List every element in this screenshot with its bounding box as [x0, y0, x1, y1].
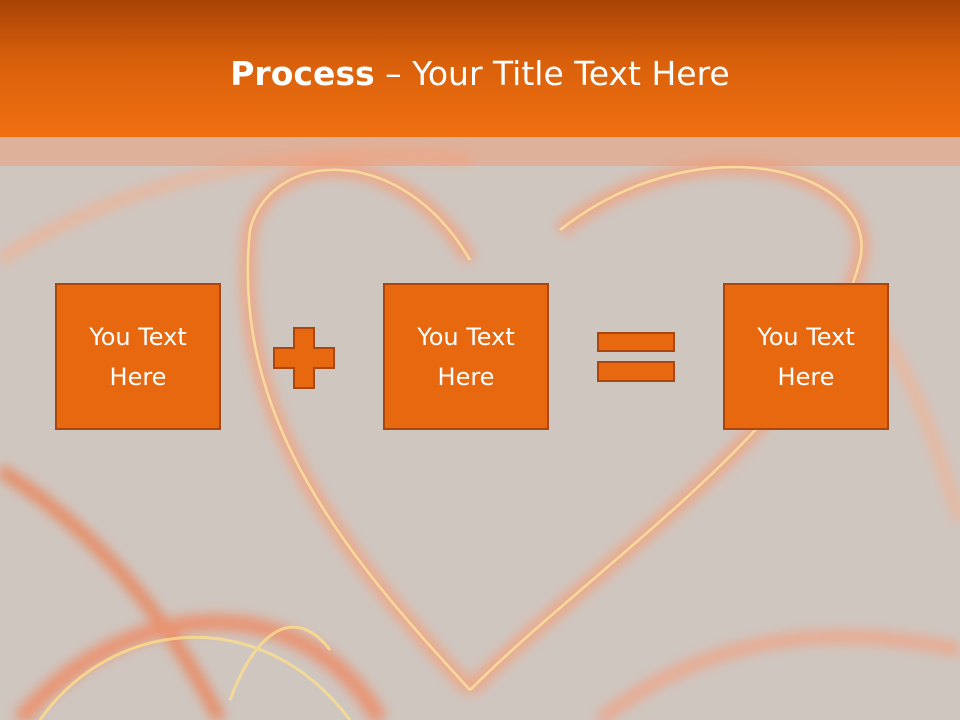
title-bold-part: Process: [230, 54, 375, 93]
slide-title: Process – Your Title Text Here: [0, 52, 960, 96]
process-box-label: You Text Here: [417, 322, 515, 391]
process-box-label: You Text Here: [757, 322, 855, 391]
process-box-3: You Text Here: [723, 283, 889, 430]
process-box-2: You Text Here: [383, 283, 549, 430]
title-underline-band: [0, 137, 960, 166]
equals-icon: [597, 332, 675, 382]
title-bar: [0, 0, 960, 137]
plus-icon: [273, 327, 335, 389]
process-box-1: You Text Here: [55, 283, 221, 430]
title-rest-part: – Your Title Text Here: [374, 54, 730, 93]
process-box-label: You Text Here: [89, 322, 187, 391]
